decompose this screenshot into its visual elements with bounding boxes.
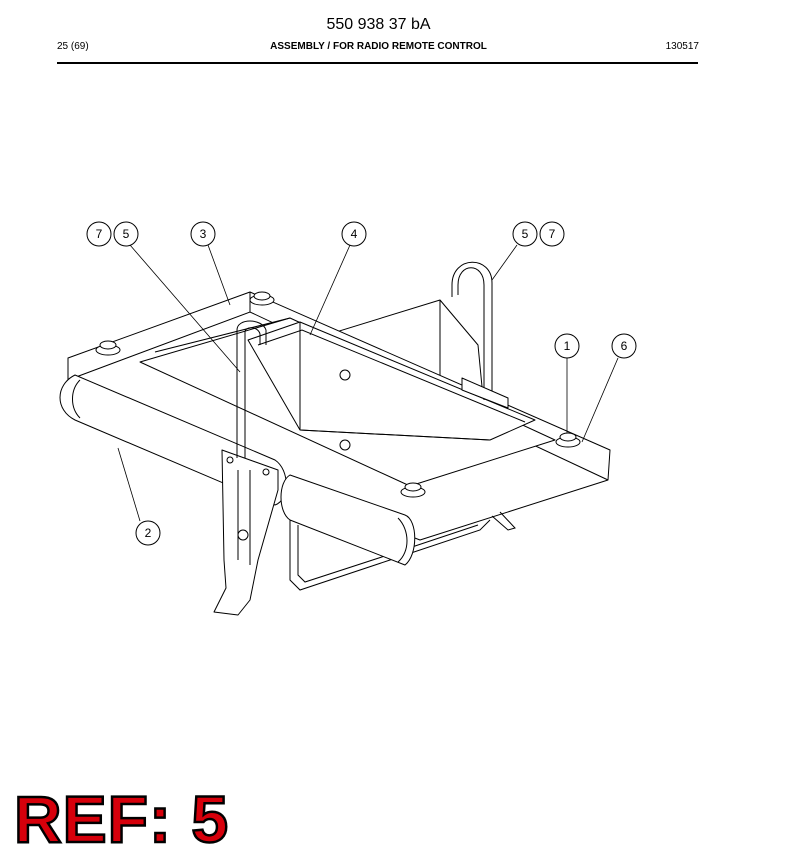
svg-text:4: 4 — [351, 227, 358, 241]
locking-pin-right — [457, 267, 485, 400]
svg-text:6: 6 — [621, 339, 628, 353]
svg-text:5: 5 — [522, 227, 529, 241]
callout-5-left: 5 — [113, 221, 139, 247]
section-title: ASSEMBLY / FOR RADIO REMOTE CONTROL — [270, 41, 487, 52]
latch-plate — [213, 449, 279, 616]
svg-text:7: 7 — [96, 227, 103, 241]
svg-text:3: 3 — [200, 227, 207, 241]
locking-pin-left — [236, 320, 267, 458]
callout-7-left: 7 — [86, 221, 112, 247]
bolt-front — [400, 482, 426, 498]
document-number: 550 938 37 bA — [326, 16, 431, 33]
right-roller — [280, 474, 416, 566]
callout-1: 1 — [554, 333, 580, 359]
lower-frame — [289, 519, 491, 591]
bolt-top — [249, 291, 275, 306]
bolt-left — [95, 340, 121, 356]
svg-text:2: 2 — [145, 526, 152, 540]
svg-text:5: 5 — [123, 227, 130, 241]
bolt-right — [555, 432, 581, 448]
inner-tray — [247, 321, 536, 441]
header-rule — [57, 62, 698, 64]
svg-text:1: 1 — [564, 339, 571, 353]
page-number: 25 (69) — [57, 41, 89, 52]
callout-7-right: 7 — [539, 221, 565, 247]
date-code: 130517 — [665, 41, 699, 52]
callout-5-right: 5 — [512, 221, 538, 247]
svg-text:7: 7 — [549, 227, 556, 241]
reference-label: REF: 5 — [13, 782, 230, 856]
callout-2: 2 — [135, 520, 161, 546]
callout-3: 3 — [190, 221, 216, 247]
callout-4: 4 — [341, 221, 367, 247]
callout-6: 6 — [611, 333, 637, 359]
